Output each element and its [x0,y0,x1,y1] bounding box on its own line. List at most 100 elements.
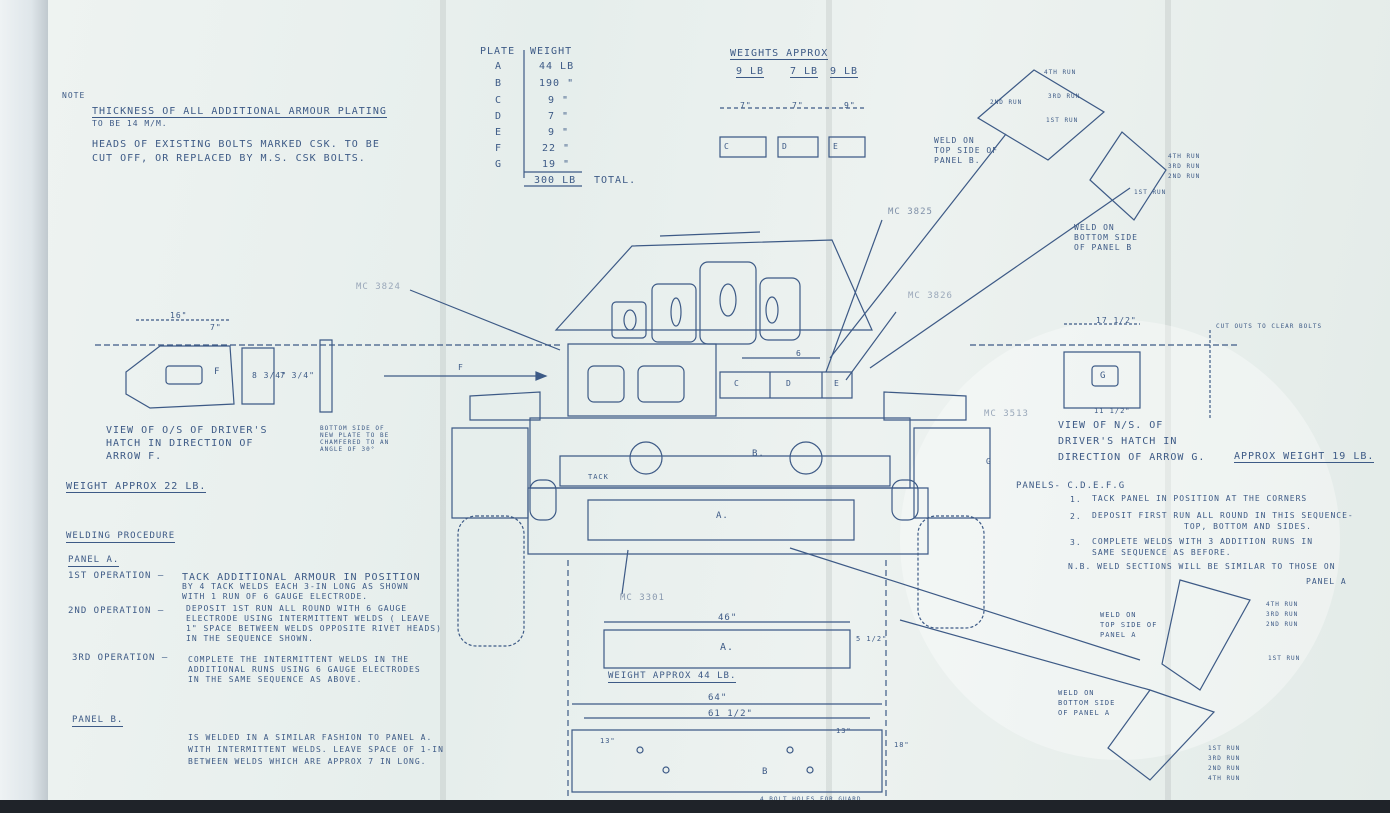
weld-top-a-1: WELD ON [1100,611,1137,619]
turret-roof [660,232,760,236]
hatch-f-dim: 7" [210,323,222,332]
panel-a-heading: PANEL A. [68,555,120,567]
weld-section-b-bottom [1090,132,1166,220]
op3-label: 3RD OPERATION — [72,653,169,663]
note-bolts-line2: CUT OFF, OR REPLACED BY M.S. CSK BOLTS. [92,153,366,164]
panel-b-text: WITH INTERMITTENT WELDS. LEAVE SPACE OF … [188,745,444,754]
hatch-f-caption-1: VIEW OF O/S OF DRIVER'S [106,425,268,436]
table-weight: 19 " [542,159,571,170]
panel-a-on-hull [588,500,854,540]
track-guard-left [470,392,540,420]
run-label: 4TH RUN [1208,775,1241,782]
glacis-plates [720,372,852,398]
op2-label: 2ND OPERATION — [68,606,165,616]
panel-b-plan-dim: 64" [708,693,728,703]
section-line [870,188,1130,368]
leader-line [410,290,560,350]
run-label: 2ND RUN [1266,621,1299,628]
table-plate: A [495,61,503,72]
run-label: 1ST RUN [1134,189,1167,196]
panel-a-weight: WEIGHT APPROX 44 LB. [608,671,737,683]
panel-b-plan [572,730,882,792]
turret-port [612,302,646,338]
table-weight: 7 " [548,111,570,122]
table-plate: E [495,127,503,138]
table-weight: 44 LB [539,61,575,72]
run-label: 4TH RUN [1266,601,1299,608]
upper-hull [530,418,910,488]
weight-value: 7 LB [790,66,819,78]
hatch-f-weight: WEIGHT APPROX 22 LB. [66,481,207,493]
table-total-label: TOTAL. [594,175,637,186]
bolt-hole [637,747,643,753]
hatch-panel [588,366,624,402]
leader-line [622,550,628,594]
op3-text: IN THE SAME SEQUENCE AS ABOVE. [188,675,363,684]
run-label: 3RD RUN [1048,93,1081,100]
fold-line [826,0,832,800]
bevel-note: CHAMFERED TO AN [320,439,390,446]
hatch-panel [638,366,684,402]
table-weight: 22 " [542,143,571,154]
weld-bottom-b-2: BOTTOM SIDE [1074,233,1138,242]
track-right [918,516,984,628]
weight-value: 9 LB [830,66,859,78]
panel-a-plan-dim: 46" [718,613,738,623]
table-plate: F [495,143,503,154]
tank-label-6: 6 [796,349,802,358]
plate-label: E [833,142,839,151]
turret-block [652,284,696,342]
headlamp [790,442,822,474]
plate-e-outline [829,137,865,157]
run-label: 1ST RUN [1046,117,1079,124]
bolt-hole [663,767,669,773]
hatch-g-outline [1064,352,1140,408]
lower-hull [528,488,928,554]
op2-text: ELECTRODE USING INTERMITTENT WELDS ( LEA… [186,614,431,623]
table-plate: D [495,111,503,122]
bevel-note: NEW PLATE TO BE [320,432,390,439]
hatch-g-caption-1: VIEW OF N/S. OF [1058,420,1164,431]
dim-label: 7" [740,101,752,110]
note-label: NOTE [62,91,86,100]
panel-a-plan-label: A. [720,642,735,653]
vision-slot [766,297,778,323]
run-label: 1ST RUN [1208,745,1241,752]
dim-label: 7" [792,101,804,110]
run-label: 1ST RUN [1268,655,1301,662]
note-thickness-value: TO BE 14 M/M. [92,119,168,128]
hatch-f-outline [126,346,234,408]
hatch-f-dim: 7 3/4" [280,371,315,380]
section-line [900,620,1150,690]
panel-b-plan-label: B [762,767,769,777]
panel-b-holes-note: 4 BOLT HOLES FOR GUARD. [760,796,866,804]
turret-block [760,278,800,340]
table-surface [0,800,1390,813]
step3-text: SAME SEQUENCE AS BEFORE. [1092,548,1232,557]
part-number: MC 3825 [888,207,933,217]
weld-section-a-top [1162,580,1250,690]
run-label: 3RD RUN [1208,755,1241,762]
section-line [830,134,1006,358]
panel-a-plan [604,630,850,668]
fold-line [440,0,446,800]
op3-text: COMPLETE THE INTERMITTENT WELDS IN THE [188,655,410,664]
run-label: 4TH RUN [1044,69,1077,76]
tow-hook-right [892,480,918,520]
step-number: 3. [1070,538,1082,547]
panel-b-plan-dim: 13" [836,727,852,735]
vision-slot [720,284,736,316]
bolt-hole [787,747,793,753]
step-number: 1. [1070,495,1082,504]
headlamp [630,442,662,474]
tank-label-e: E [834,379,840,388]
weld-bottom-a-1: WELD ON [1058,689,1095,697]
panel-b-plan-dim: 61 1/2" [708,709,753,719]
leader-line [826,220,882,372]
weld-section-a-bottom [1108,690,1214,780]
weld-section-b-top [978,70,1104,160]
weld-bottom-b-1: WELD ON [1074,223,1115,232]
panel-b-on-hull [560,456,890,486]
weld-top-a-2: TOP SIDE OF [1100,621,1158,629]
sponson-left [452,428,528,518]
